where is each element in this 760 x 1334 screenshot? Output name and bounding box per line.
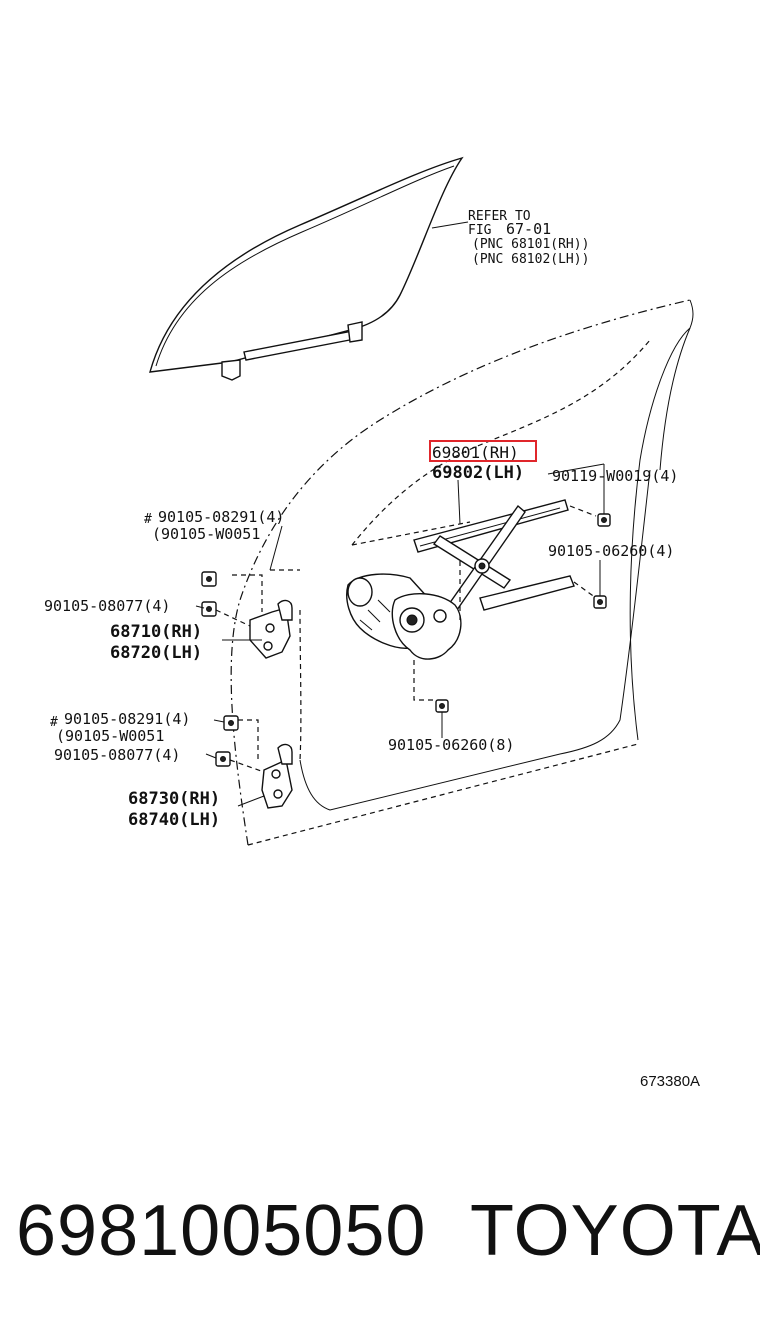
footer: 6981005050 TOYOTA — [0, 1190, 760, 1280]
bolt-icon-hinge-upper-a — [201, 571, 217, 587]
label-90105-w0051-lower[interactable]: (90105-W0051 — [56, 727, 164, 745]
label-90105-06260-4[interactable]: 90105-06260(4) — [548, 542, 674, 560]
bolt-icon-hinge-lower-a — [223, 715, 239, 731]
label-90105-06260-8[interactable]: 90105-06260(8) — [388, 736, 514, 754]
svg-text:(PNC 68101(RH)): (PNC 68101(RH)) — [472, 237, 589, 252]
door-panel — [230, 299, 694, 846]
refer-to-figure-note: REFER TO FIG 67-01 (PNC 68101(RH)) (PNC … — [468, 209, 589, 267]
label-69801-rh[interactable]: 69801(RH) — [432, 443, 519, 462]
label-90105-w0051-upper[interactable]: (90105-W0051 — [152, 525, 260, 543]
brand-name: TOYOTA — [470, 1191, 760, 1271]
svg-text:REFER TO: REFER TO — [468, 209, 531, 224]
door-glass — [149, 156, 469, 381]
svg-text:67-01: 67-01 — [506, 220, 551, 238]
hash-mark-lower: # — [50, 715, 58, 730]
part-number: 6981005050 — [16, 1191, 427, 1271]
bolt-icon-upper-right — [597, 513, 611, 527]
svg-text:(PNC 68102(LH)): (PNC 68102(LH)) — [472, 252, 589, 267]
upper-hinge — [201, 571, 293, 659]
selected-part-highlight — [429, 440, 537, 462]
label-68710-rh[interactable]: 68710(RH) — [110, 622, 202, 642]
part-labels: 69801(RH) 69802(LH) 90119-W0019(4) 90105… — [44, 440, 678, 830]
label-90105-08291-lower[interactable]: 90105-08291(4) — [64, 710, 190, 728]
bolt-icon-hinge-lower-b — [215, 751, 231, 767]
window-regulator — [346, 499, 575, 701]
label-90105-08077-lower[interactable]: 90105-08077(4) — [54, 746, 180, 764]
label-90119-w0019[interactable]: 90119-W0019(4) — [552, 467, 678, 485]
bolt-icon-mid-right — [593, 595, 607, 609]
bolt-icon-bottom — [435, 699, 449, 713]
label-68730-rh[interactable]: 68730(RH) — [128, 789, 220, 809]
label-68720-lh[interactable]: 68720(LH) — [110, 643, 202, 663]
hash-mark-upper: # — [144, 512, 152, 527]
label-90105-08077-upper[interactable]: 90105-08077(4) — [44, 597, 170, 615]
figure-code: 673380A — [640, 1073, 700, 1090]
svg-text:FIG: FIG — [468, 223, 492, 238]
lower-hinge — [215, 715, 293, 809]
regulator-bolts — [435, 505, 611, 713]
leader-lines — [195, 463, 605, 807]
label-68740-lh[interactable]: 68740(LH) — [128, 810, 220, 830]
bolt-icon-hinge-upper-b — [201, 601, 217, 617]
label-69802-lh[interactable]: 69802(LH) — [432, 463, 524, 483]
label-90105-08291-upper[interactable]: 90105-08291(4) — [158, 508, 284, 526]
